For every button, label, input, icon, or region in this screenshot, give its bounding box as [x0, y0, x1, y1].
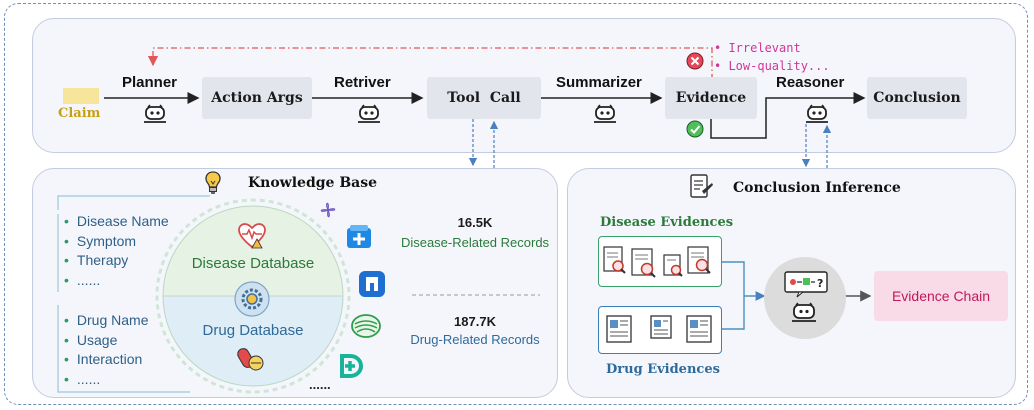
reject-icon	[686, 52, 704, 70]
robot-icon	[358, 104, 380, 123]
list-item: •Therapy	[64, 252, 129, 268]
document-search-icon	[603, 246, 711, 278]
svg-text:?: ?	[817, 277, 823, 290]
newspaper-icon	[606, 315, 712, 343]
disease-evidences-label: Disease Evidences	[600, 215, 734, 230]
drug-attribute-list: •Drug Name •Usage •Interaction •......	[64, 311, 149, 389]
drug-record-count: 187.7K	[454, 314, 496, 329]
flower-logo-icon	[320, 202, 336, 218]
checklist-icon	[690, 174, 713, 198]
evidence-node: Evidence	[665, 77, 757, 119]
retriever-label: Retriver	[334, 74, 391, 91]
disease-record-label: Disease-Related Records	[400, 235, 550, 250]
heart-monitor-icon	[238, 223, 266, 249]
summarizer-label: Summarizer	[556, 74, 642, 91]
robot-icon	[806, 104, 828, 123]
drug-evidences-label: Drug Evidences	[606, 362, 720, 377]
claim-label: Claim	[58, 106, 101, 121]
claim-highlight	[63, 88, 99, 104]
medical-book-logo-icon	[347, 225, 371, 248]
action-args-node: Action Args	[202, 77, 312, 119]
swirl-logo-icon	[351, 314, 381, 338]
list-item: •Symptom	[64, 232, 137, 249]
evidence-chain-node: Evidence Chain	[874, 271, 1008, 321]
reasoner-label: Reasoner	[776, 74, 845, 91]
figure-frame	[4, 3, 1028, 405]
accept-icon	[686, 120, 704, 138]
list-item: •Usage	[64, 331, 118, 348]
disease-attribute-list: •Disease Name •Symptom •Therapy •......	[64, 212, 169, 290]
disease-database-label: Disease Database	[191, 255, 315, 272]
list-item: •Disease Name	[64, 213, 169, 229]
drug-record-label: Drug-Related Records	[410, 332, 540, 347]
conclusion-inference-title: Conclusion Inference	[733, 180, 901, 196]
list-item: •Drug Name	[64, 312, 149, 328]
lightbulb-icon	[205, 171, 221, 194]
reasoner-robot-circle: ?	[764, 257, 846, 339]
list-item: •......	[64, 370, 101, 387]
pills-icon	[237, 348, 264, 371]
feedback-tag-irrelevant: • Irrelevant	[714, 41, 801, 55]
app-logo-icon	[359, 271, 385, 297]
pipeline-panel	[32, 18, 1016, 153]
robot-icon	[144, 104, 166, 123]
database-circle	[155, 198, 351, 394]
drug-database-label: Drug Database	[202, 322, 304, 339]
list-item: •......	[64, 271, 101, 288]
robot-icon	[594, 104, 616, 123]
list-item: •Interaction	[64, 351, 143, 367]
tool-call-node: Tool Call	[427, 77, 541, 119]
feedback-tag-low-quality: • Low-quality...	[714, 59, 830, 73]
more-sources-ellipsis: ......	[309, 377, 331, 392]
knowledge-base-title: Knowledge Base	[248, 175, 378, 191]
planner-label: Planner	[122, 74, 178, 91]
gear-icon	[234, 281, 270, 317]
disease-record-count: 16.5K	[457, 215, 493, 230]
conclusion-node: Conclusion	[867, 77, 967, 119]
plus-d-logo-icon	[340, 354, 364, 378]
